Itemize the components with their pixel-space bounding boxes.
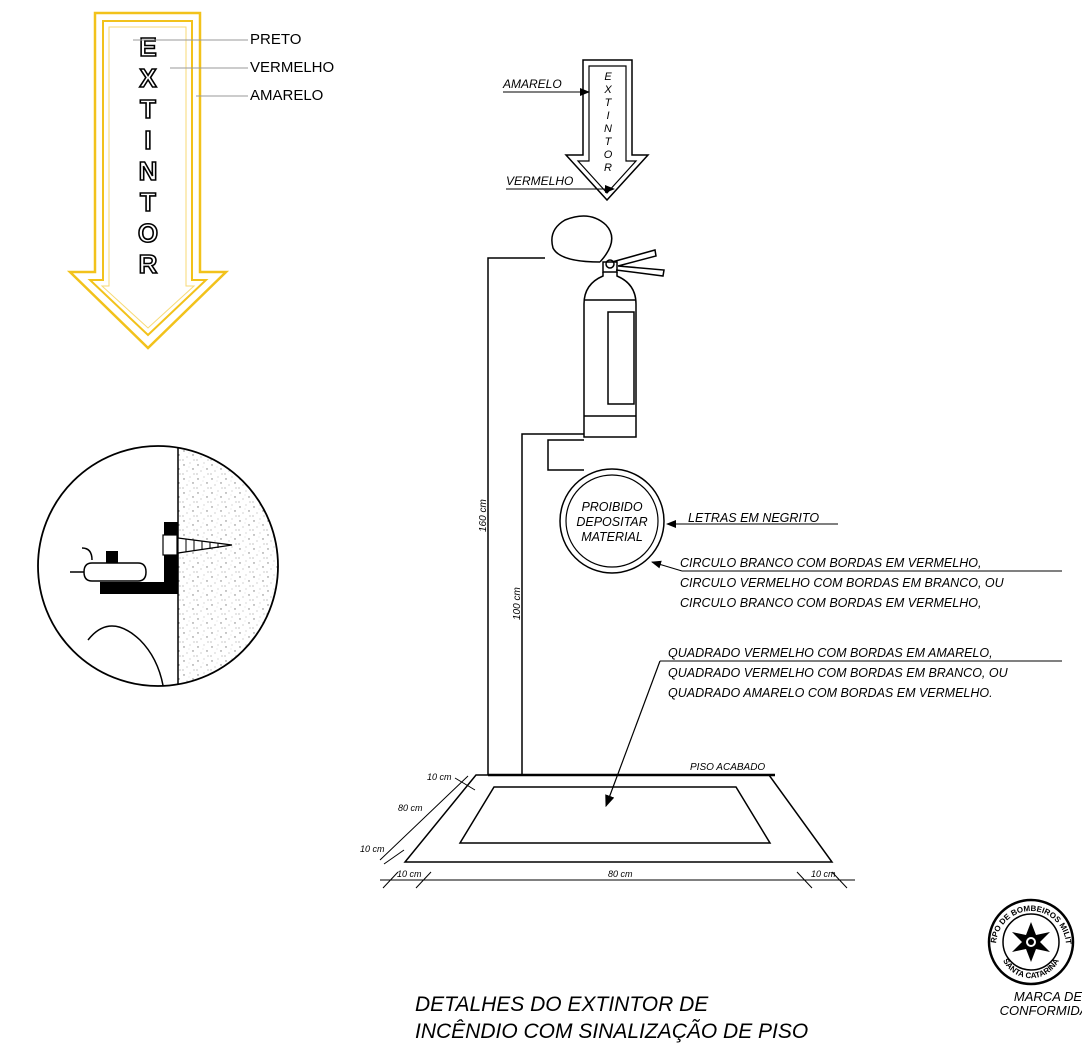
square-option-2: QUADRADO VERMELHO COM BORDAS EM BRANCO, … <box>668 666 1009 680</box>
yellow-arrow-inner <box>87 20 209 337</box>
extinguisher-hose <box>551 215 613 263</box>
smallLetters-letter-0: E <box>604 71 612 83</box>
circle-line-1: PROIBIDO <box>581 500 642 514</box>
bigLetters-letter-2: T <box>140 94 156 124</box>
label-preto: PRETO <box>250 31 301 48</box>
small-extintor-arrow-sign: EXTINTOR AMARELO VERMELHO <box>502 59 650 202</box>
extinguisher-cylinder <box>583 272 637 438</box>
fire-extinguisher: 160 cm 100 cm <box>478 215 665 775</box>
dim-10cm-left: 10 cm <box>360 844 385 854</box>
small-sign-letters: EXTINTOR <box>603 71 612 174</box>
annotations: LETRAS EM NEGRITO CIRCULO BRANCO COM BOR… <box>605 511 1062 808</box>
circle-line-3: MATERIAL <box>581 530 643 544</box>
bigLetters-letter-7: R <box>139 249 158 279</box>
bigLetters-letter-1: X <box>139 63 157 93</box>
smallLetters-letter-1: X <box>603 84 612 96</box>
label-amarelo: AMARELO <box>250 87 323 104</box>
letters-note: LETRAS EM NEGRITO <box>688 511 819 525</box>
smallLetters-letter-6: O <box>604 149 613 161</box>
dim-80cm-bottom: 80 cm <box>608 869 633 879</box>
circle-option-3: CIRCULO BRANCO COM BORDAS EM VERMELHO, <box>680 596 981 610</box>
bigLetters-letter-5: T <box>140 187 156 217</box>
wall-mount-detail <box>37 445 279 687</box>
circle-option-1: CIRCULO BRANCO COM BORDAS EM VERMELHO, <box>680 556 981 570</box>
circle-line-2: DEPOSITAR <box>576 515 647 529</box>
seal-ring-top: CORPO DE BOMBEIROS MILITAR <box>0 0 1073 945</box>
bombeiros-seal: CORPO DE BOMBEIROS MILITAR SANTA CATARIN… <box>0 0 1082 1018</box>
floor-square-outer <box>403 774 834 863</box>
drawing-title-line-1: DETALHES DO EXTINTOR DE <box>415 993 709 1016</box>
label-amarelo-small: AMARELO <box>502 77 562 91</box>
extinguisher-handle <box>611 249 665 277</box>
wall-anchor-screw <box>162 534 178 556</box>
drawing-title-line-2: INCÊNDIO COM SINALIZAÇÃO DE PISO <box>415 1019 808 1043</box>
floor-marking: PISO ACABADO 10 cm 80 cm 10 cm 10 cm 80 … <box>360 762 855 889</box>
piso-acabado-label: PISO ACABADO <box>690 762 765 773</box>
dim-10cm-bottom-right: 10 cm <box>811 869 836 879</box>
label-vermelho: VERMELHO <box>250 59 334 76</box>
extinguisher-label <box>607 311 635 405</box>
bigLetters-letter-6: O <box>138 218 158 248</box>
yellow-arrow-outer <box>66 11 230 350</box>
bigLetters-letter-3: I <box>144 125 151 155</box>
bigLetters-letter-4: N <box>139 156 158 186</box>
dim-100cm: 100 cm <box>512 587 523 620</box>
dim-10cm-top: 10 cm <box>427 772 452 782</box>
smallLetters-letter-7: R <box>604 162 612 174</box>
square-option-3: QUADRADO AMARELO COM BORDAS EM VERMELHO. <box>668 686 993 700</box>
dim-160cm: 160 cm <box>478 499 489 532</box>
large-extintor-arrow-sign: EXTINTOR PRETO VERMELHO AMARELO <box>66 11 334 350</box>
large-sign-letters: EXTINTOR <box>137 31 159 280</box>
smallLetters-letter-4: N <box>604 123 612 135</box>
floor-square-inner <box>458 786 772 844</box>
square-option-1: QUADRADO VERMELHO COM BORDAS EM AMARELO, <box>668 646 993 660</box>
wall-bracket <box>100 582 178 594</box>
bigLetters-letter-0: E <box>139 32 156 62</box>
prohibition-circle-sign: PROIBIDO DEPOSITAR MATERIAL <box>559 468 665 574</box>
dim-10cm-bottom-left: 10 cm <box>397 869 422 879</box>
dim-80cm-left: 80 cm <box>398 803 423 813</box>
red-arrow-inner <box>100 26 196 329</box>
label-vermelho-small: VERMELHO <box>506 174 573 188</box>
seal-caption-1: MARCA DE <box>1014 989 1082 1004</box>
circle-option-2: CIRCULO VERMELHO COM BORDAS EM BRANCO, O… <box>680 576 1005 590</box>
seal-caption-2: CONFORMIDA <box>1000 1003 1082 1018</box>
smallLetters-letter-5: T <box>605 136 613 148</box>
smallLetters-letter-3: I <box>606 110 609 122</box>
smallLetters-letter-2: T <box>605 97 613 109</box>
seal-emblem-icon <box>1012 922 1050 962</box>
